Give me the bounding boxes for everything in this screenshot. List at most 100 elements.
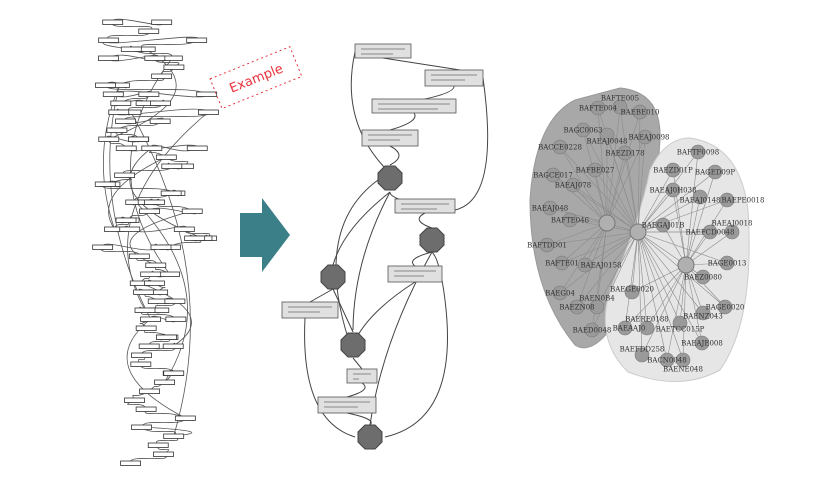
flow-edge: [352, 281, 416, 346]
flow-node: [119, 226, 141, 232]
network-edge: [637, 231, 728, 264]
network-node: [694, 335, 710, 351]
network-node: [724, 224, 740, 240]
flow-node: [151, 19, 173, 25]
network-node: [665, 162, 681, 178]
flow-node: [133, 289, 154, 295]
flow-edge: [346, 412, 372, 426]
flow-node: [106, 127, 128, 133]
network-node-label: BAEAJ0048: [587, 138, 628, 146]
network-node: [695, 305, 711, 321]
flow-node: [144, 199, 165, 205]
decision-node: [419, 227, 445, 253]
network-node: [695, 269, 711, 285]
flow-node: [181, 208, 203, 214]
flow-node: [115, 217, 137, 223]
example-annotation: Example: [209, 46, 303, 110]
flow-node: [120, 46, 142, 52]
network-edge: [624, 152, 639, 233]
network-node: [589, 299, 605, 315]
network-node: [717, 299, 733, 315]
flow-edge: [135, 201, 188, 383]
flow-node: [354, 43, 412, 59]
network-node-label: BAGCE017: [533, 172, 573, 180]
network-node: [599, 127, 615, 143]
flow-node: [154, 379, 175, 385]
network-node: [554, 255, 570, 271]
network-node: [612, 99, 628, 115]
network-edge: [624, 264, 687, 329]
network-node-label: BAEAAJ0: [613, 325, 646, 333]
network-node: [590, 100, 606, 116]
flow-node: [424, 69, 484, 87]
network-node-label: BAETCC015P: [656, 326, 705, 334]
network-edge: [637, 196, 701, 233]
flow-node: [174, 415, 196, 421]
right-cluster-hull: [604, 137, 750, 382]
network-edge: [637, 231, 703, 344]
flow-edge: [130, 111, 191, 437]
network-edge: [685, 196, 701, 266]
network-node-label: BAEAJE008: [681, 340, 723, 348]
flow-node: [196, 91, 218, 97]
network-node: [719, 192, 735, 208]
network-node: [587, 162, 603, 178]
flow-node: [361, 129, 419, 147]
network-node-label: BAFTE005: [601, 95, 639, 103]
network-node-label: BAEGAJ01B: [642, 222, 685, 230]
network-edge: [685, 264, 726, 308]
network-node-label: BAEAJ0H038: [649, 187, 696, 195]
network-edge: [606, 136, 646, 224]
decision-node: [377, 165, 403, 191]
network-edge: [637, 136, 646, 233]
flow-node: [150, 100, 171, 106]
example-label: Example: [228, 61, 286, 96]
network-edge: [559, 231, 639, 294]
flow-node: [128, 136, 149, 142]
flow-edge: [106, 36, 199, 44]
network-edge: [685, 171, 716, 266]
original-complex-flowchart: [92, 18, 219, 466]
flow-node: [198, 109, 219, 115]
network-edge: [637, 199, 728, 233]
flow-node: [131, 424, 152, 430]
decision-node: [340, 332, 366, 358]
network-node: [702, 224, 718, 240]
network-node-label: BAEGE0020: [610, 286, 654, 294]
network-node-label: BAEAJ0098: [629, 134, 670, 142]
network-edge: [576, 231, 639, 308]
flow-node: [149, 118, 171, 124]
flow-node: [173, 226, 195, 232]
network-node-label: BAENE048: [663, 366, 703, 374]
flow-node: [138, 91, 160, 97]
network-edge: [546, 231, 639, 246]
network-edge: [666, 264, 687, 361]
flow-edge: [412, 251, 433, 267]
flow-node: [102, 19, 124, 25]
network-edge: [631, 231, 639, 293]
network-node: [690, 144, 706, 160]
flow-node: [135, 325, 157, 331]
flow-node: [165, 316, 187, 322]
flow-node: [130, 361, 152, 367]
flow-edge: [382, 57, 461, 71]
network-node-label: BAEZN08: [559, 304, 594, 312]
network-edge: [637, 111, 641, 233]
flow-node: [145, 262, 167, 268]
flow-node: [143, 280, 165, 286]
flow-node: [346, 368, 378, 384]
network-node: [584, 322, 600, 338]
network-node-label: BAFTE004: [579, 105, 618, 113]
flow-edge: [350, 51, 386, 169]
decision-node: [320, 264, 346, 290]
network-node: [575, 122, 591, 138]
network-edge: [631, 264, 687, 293]
network-node-label: BAEAJ0018: [712, 220, 753, 228]
flow-edge: [309, 288, 334, 303]
network-node-label: BAEFCD0048: [686, 229, 735, 237]
flow-node: [139, 208, 160, 214]
flow-edge: [389, 145, 400, 166]
network-node-label: BAEAJ048: [532, 205, 569, 213]
network-node-label: BAGE0020: [706, 304, 745, 312]
flow-node: [161, 163, 183, 169]
